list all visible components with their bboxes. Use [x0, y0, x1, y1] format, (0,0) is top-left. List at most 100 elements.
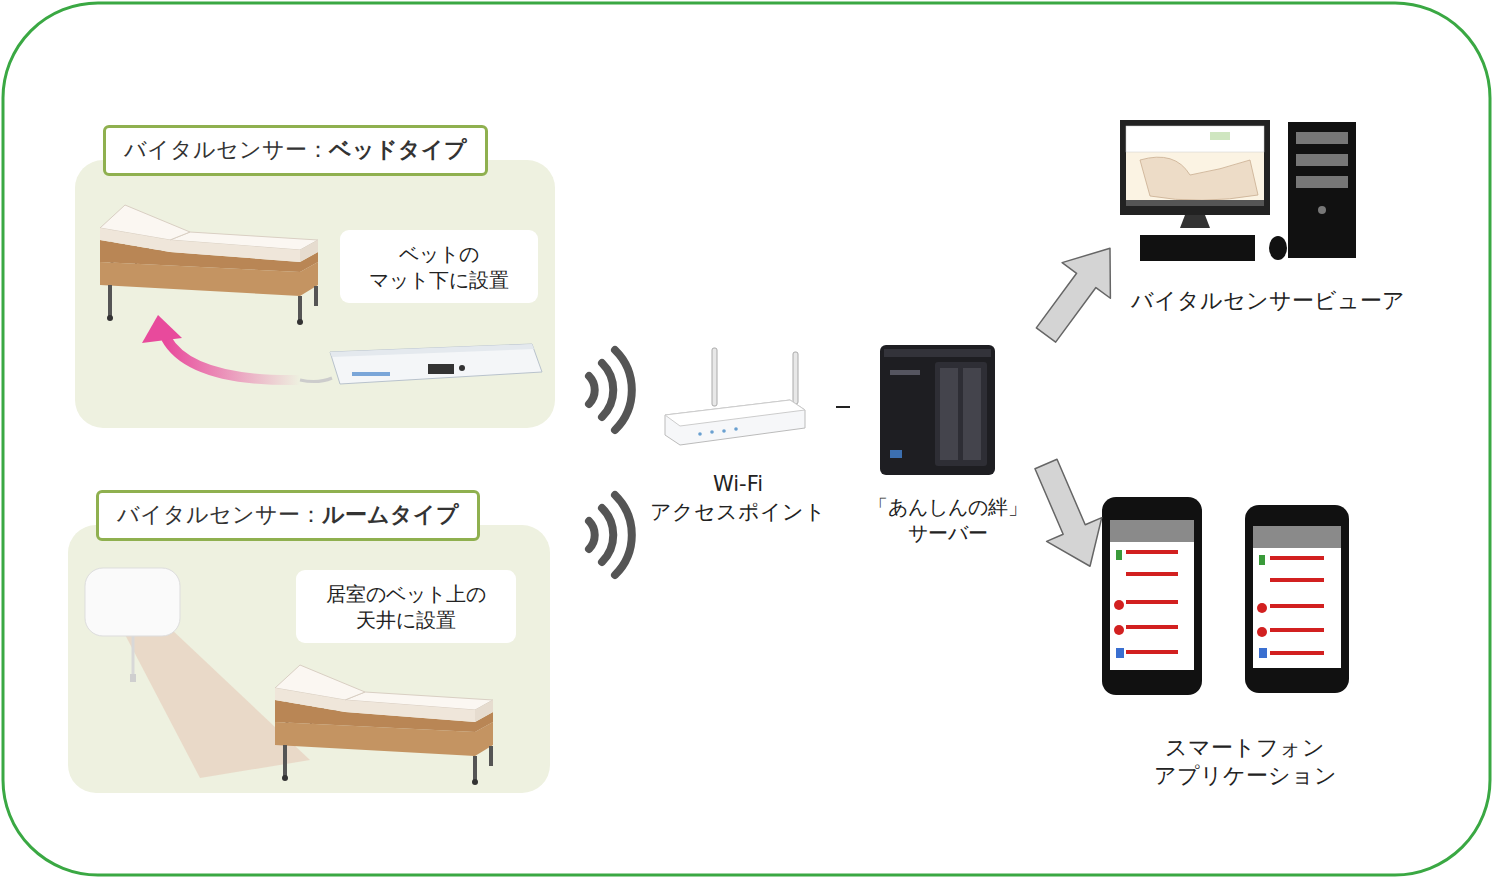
- smartphone: [1245, 505, 1349, 693]
- node-label: 「あんしんの絆」 サーバー: [858, 494, 1038, 546]
- drive-slot: [1296, 176, 1348, 188]
- wifi-waves: [589, 350, 632, 575]
- list-row: [1126, 572, 1178, 576]
- monitor: [1120, 120, 1270, 215]
- block-arrow: [1035, 459, 1102, 566]
- list-icon: [1259, 648, 1267, 658]
- sensor-panel: バイタルセンサー：ルームタイプ居室のベット上の 天井に設置: [68, 525, 550, 793]
- list-row: [1126, 625, 1178, 629]
- heading-part: バイタルセンサー：: [117, 502, 322, 527]
- list-icon: [1257, 627, 1267, 637]
- screen-bar: [1126, 200, 1264, 206]
- wave: [602, 363, 613, 417]
- wave: [589, 376, 595, 404]
- router-leds: [698, 427, 738, 436]
- smartphone: [1102, 497, 1202, 695]
- sensor-button: [459, 365, 465, 371]
- pink-arrowhead: [142, 315, 182, 343]
- server-port: [890, 450, 902, 458]
- led: [722, 429, 726, 433]
- heading-part: ベッドタイプ: [329, 137, 467, 162]
- list-icon: [1257, 603, 1267, 613]
- led: [710, 430, 714, 434]
- access-point: Wi-Fi アクセスポイント: [640, 340, 836, 530]
- phone-toolbar: [1253, 526, 1341, 548]
- list-row: [1270, 604, 1324, 608]
- pc-tower: [1288, 122, 1356, 258]
- list-icon: [1114, 625, 1124, 635]
- router-top: [665, 400, 805, 426]
- drive: [963, 368, 981, 460]
- pink-arrow: [166, 338, 300, 380]
- bed-sensor: [330, 344, 534, 357]
- node-label: ベットの マット下に設置: [364, 241, 514, 293]
- smartphone-app: スマートフォン アプリケーション: [1090, 490, 1400, 795]
- node-label: Wi-Fi アクセスポイント: [648, 471, 828, 526]
- phone-screen: [1110, 520, 1194, 670]
- panel-ground: [68, 525, 550, 793]
- panel-ground: [75, 160, 555, 428]
- block-arrow: [1036, 248, 1110, 342]
- room-sensor: [85, 568, 180, 636]
- drive-slot: [1296, 132, 1348, 144]
- screen-table: [1126, 126, 1264, 152]
- list-icon: [1259, 555, 1265, 565]
- list-row: [1270, 628, 1324, 632]
- sensor-cable: [300, 378, 332, 382]
- mouse: [1269, 236, 1287, 260]
- screen-map: [1140, 157, 1258, 200]
- list-row: [1126, 600, 1178, 604]
- list-row: [1126, 550, 1178, 554]
- list-icon: [1116, 550, 1122, 560]
- wave: [615, 350, 632, 430]
- panel-heading: バイタルセンサー：ベッドタイプ: [103, 125, 488, 176]
- phone-body: [1245, 505, 1349, 693]
- node-label: スマートフォン アプリケーション: [1135, 734, 1355, 791]
- phone-toolbar: [1110, 520, 1194, 542]
- bed: [100, 205, 318, 325]
- keyboard: [1140, 235, 1255, 261]
- phone-body: [1102, 497, 1202, 695]
- monitor-stand: [1180, 215, 1210, 228]
- outer-frame: [3, 3, 1490, 875]
- node-label: 居室のベット上の 天井に設置: [316, 581, 496, 633]
- list-row: [1270, 578, 1324, 582]
- bed: [275, 665, 493, 785]
- list-icon: [1114, 600, 1124, 610]
- list-row: [1126, 650, 1178, 654]
- wave: [602, 508, 613, 562]
- heading-part: バイタルセンサー：: [124, 137, 329, 162]
- wave: [615, 495, 632, 575]
- drive-slot: [1296, 154, 1348, 166]
- screen-cell: [1210, 132, 1230, 140]
- heading-part: ルームタイプ: [322, 502, 459, 527]
- monitor-screen: [1126, 126, 1264, 206]
- cable-plug: [130, 674, 136, 682]
- note-box: 居室のベット上の 天井に設置: [296, 570, 516, 643]
- server: 「あんしんの絆」 サーバー: [850, 335, 1046, 550]
- sensor-display: [428, 364, 454, 374]
- drive: [940, 368, 958, 460]
- router-body: [665, 400, 805, 445]
- server-led: [890, 370, 920, 375]
- server-top: [884, 349, 991, 357]
- antenna: [712, 348, 717, 406]
- list-row: [1270, 651, 1324, 655]
- wave: [589, 521, 595, 549]
- viewer-pc: バイタルセンサービューア: [1110, 115, 1426, 320]
- bed-sensor: [330, 344, 542, 384]
- power-button: [1318, 206, 1326, 214]
- connector-line: [836, 406, 850, 408]
- drive-bay: [935, 362, 987, 466]
- sensor-cable: [132, 636, 135, 676]
- list-row: [1270, 556, 1324, 560]
- list-icon: [1116, 648, 1124, 658]
- node-label: バイタルセンサービューア: [1118, 287, 1418, 316]
- antenna: [793, 352, 798, 404]
- panel-heading: バイタルセンサー：ルームタイプ: [96, 490, 480, 541]
- server-body: [880, 345, 995, 475]
- led: [734, 427, 738, 431]
- sensor-logo: [352, 372, 390, 376]
- led: [698, 432, 702, 436]
